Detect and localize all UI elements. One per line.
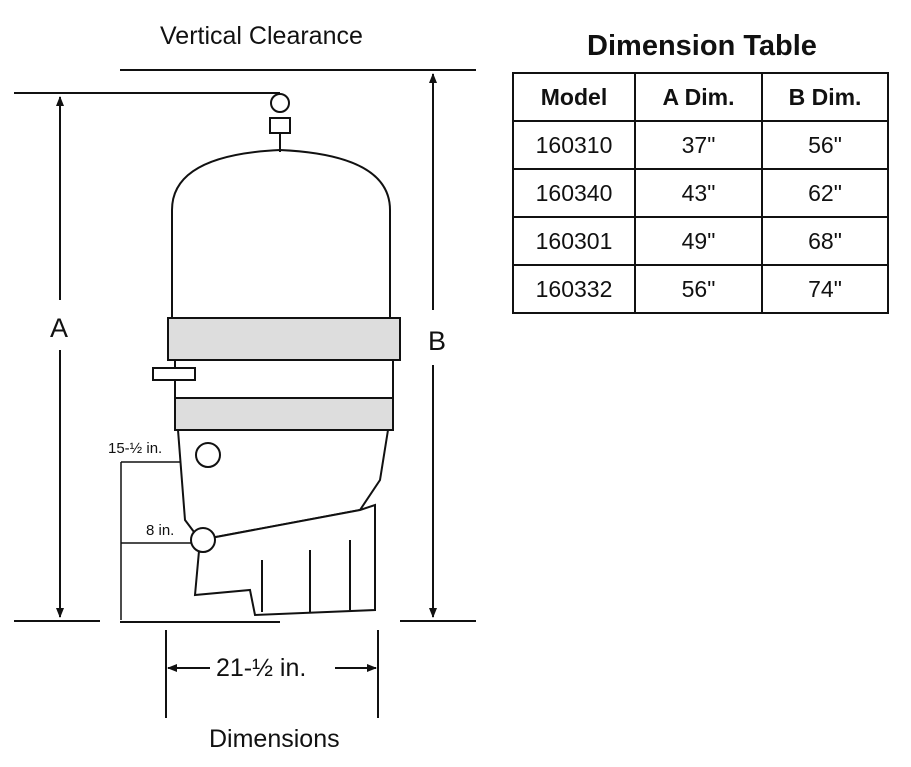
cell-b-dim: 62" bbox=[761, 168, 889, 218]
table-row: 160340 43" 62" bbox=[512, 168, 889, 218]
cell-a-dim: 56" bbox=[634, 264, 763, 314]
header-b-dim: B Dim. bbox=[761, 72, 889, 122]
inlet-upper-label: 15-½ in. bbox=[108, 440, 163, 457]
dim-b-label: B bbox=[428, 326, 447, 356]
table-row: 160301 49" 68" bbox=[512, 216, 889, 266]
width-label: 21-½ in. bbox=[216, 654, 307, 682]
inlet-lower-label: 8 in. bbox=[146, 522, 175, 539]
cell-model: 160332 bbox=[512, 264, 636, 314]
header-a-dim: A Dim. bbox=[634, 72, 763, 122]
filter-tank bbox=[152, 93, 401, 617]
cell-a-dim: 49" bbox=[634, 216, 763, 266]
dim-a-label: A bbox=[50, 313, 69, 343]
header-model: Model bbox=[512, 72, 636, 122]
cell-b-dim: 74" bbox=[761, 264, 889, 314]
dimension-table-title: Dimension Table bbox=[587, 30, 817, 62]
cell-b-dim: 68" bbox=[761, 216, 889, 266]
cell-model: 160301 bbox=[512, 216, 636, 266]
table-row: 160332 56" 74" bbox=[512, 264, 889, 314]
cell-model: 160340 bbox=[512, 168, 636, 218]
cell-a-dim: 37" bbox=[634, 120, 763, 170]
cell-b-dim: 56" bbox=[761, 120, 889, 170]
cell-model: 160310 bbox=[512, 120, 636, 170]
vertical-clearance-label: Vertical Clearance bbox=[160, 22, 363, 50]
table-row: 160310 37" 56" bbox=[512, 120, 889, 170]
dimension-table: Model A Dim. B Dim. 160310 37" 56" 16034… bbox=[512, 72, 889, 314]
table-header-row: Model A Dim. B Dim. bbox=[512, 72, 889, 122]
dimensions-caption: Dimensions bbox=[209, 725, 340, 753]
cell-a-dim: 43" bbox=[634, 168, 763, 218]
